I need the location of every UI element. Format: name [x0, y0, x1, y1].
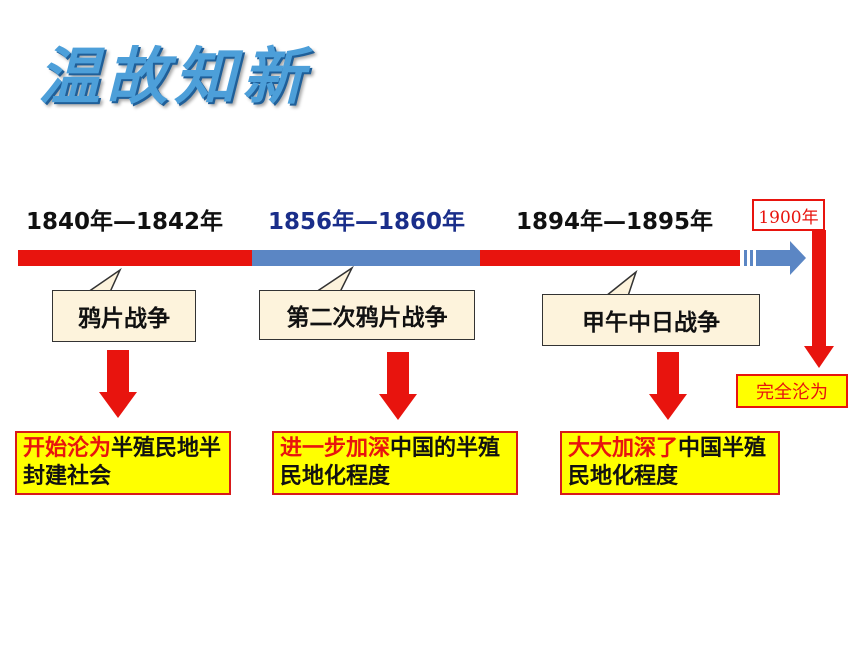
result-box-1: 开始沦为半殖民地半封建社会: [15, 431, 231, 495]
result-highlight-1: 开始沦为: [23, 436, 112, 461]
down-arrow-final: [804, 230, 834, 368]
down-arrow-1: [99, 350, 137, 418]
timeline-segment-1: [18, 250, 252, 266]
page-title: 温故知新: [38, 40, 311, 113]
timeline-segment-3: [480, 250, 740, 266]
timeline-dash-2: [750, 250, 753, 266]
result-box-2: 进一步加深中国的半殖民地化程度: [272, 431, 518, 495]
timeline-segment-2: [252, 250, 480, 266]
result-highlight-3: 大大加深了: [568, 436, 679, 461]
final-result-tag: 完全沦为: [736, 374, 848, 408]
result-text-2: 中国的半殖民地化程度: [280, 436, 501, 489]
event-bubble-1: 鸦片战争: [52, 290, 196, 342]
result-box-3: 大大加深了中国半殖民地化程度: [560, 431, 780, 495]
event-label-3: 甲午中日战争: [582, 310, 720, 336]
event-bubble-3: 甲午中日战争: [542, 294, 760, 346]
result-text-1: 半殖民地半封建社会: [23, 436, 222, 489]
period-1-years: 1840年—1842年: [26, 209, 224, 235]
result-highlight-2: 进一步加深: [280, 436, 391, 461]
bubble-tail-3: [603, 269, 638, 297]
down-arrow-3: [649, 352, 687, 420]
event-label-2: 第二次鸦片战争: [286, 305, 448, 331]
timeline-arrowhead: [756, 241, 806, 275]
event-bubble-2: 第二次鸦片战争: [259, 290, 475, 340]
down-arrow-2: [379, 352, 417, 420]
bubble-tail-2: [313, 265, 354, 293]
timeline-dash-1: [744, 250, 747, 266]
event-label-1: 鸦片战争: [78, 306, 170, 332]
period-2-years: 1856年—1860年: [268, 209, 466, 235]
result-text-3: 中国半殖民地化程度: [568, 436, 767, 489]
period-3-years: 1894年—1895年: [516, 209, 714, 235]
final-year-tag: 1900年: [752, 199, 825, 231]
bubble-tail-1: [85, 267, 122, 293]
